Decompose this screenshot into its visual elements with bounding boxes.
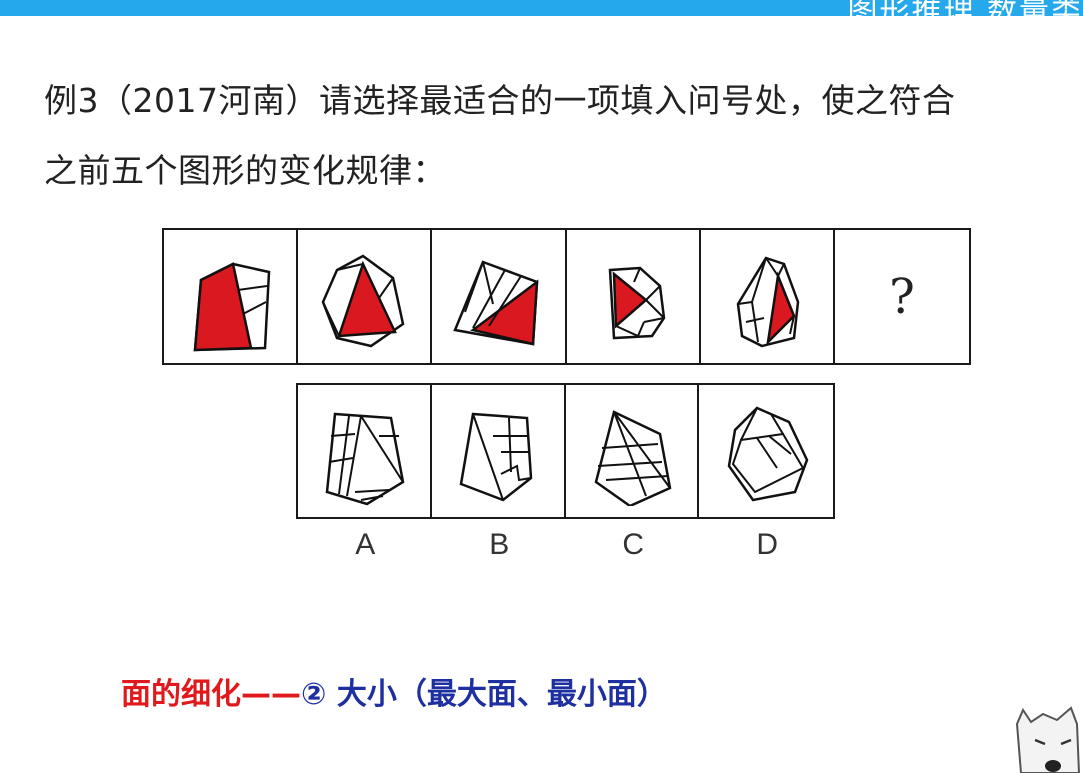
sequence-figure-4 [567,230,701,363]
mascot-icon [1015,706,1081,773]
option-a-figure[interactable] [298,385,432,517]
option-d-drawing [727,406,809,502]
sequence-figure-1 [164,230,299,363]
option-c-figure[interactable] [566,385,700,517]
figure-1-drawing [193,261,271,351]
option-label-a: A [355,528,376,561]
figure-2-drawing [321,254,405,347]
rule-summary: 面的细化——② 大小（最大面、最小面） [121,669,667,713]
sequence-unknown: ? [835,230,969,363]
question-line-1: 例3（2017河南）请选择最适合的一项填入问号处，使之符合 [44,81,956,120]
option-d-figure[interactable] [699,385,833,517]
question-line-2: 之前五个图形的变化规律： [44,151,446,190]
rule-topic: 面的细化—— [121,677,301,712]
question-text: 例3（2017河南）请选择最适合的一项填入问号处，使之符合 之前五个图形的变化规… [44,66,1079,206]
option-c-drawing [594,410,672,506]
figure-5-drawing [736,255,800,347]
rule-marker: ② [301,677,327,712]
sequence-panel: ? [162,228,971,365]
option-b-figure[interactable] [432,385,566,517]
sequence-figure-5 [701,230,835,363]
option-a-drawing [325,412,405,506]
option-label-d: D [756,528,779,561]
option-b-drawing [459,412,532,502]
rule-detail: 大小（最大面、最小面） [336,677,667,712]
title-band: 图形推理 数量类 [0,0,1083,29]
option-label-b: B [489,528,510,561]
band-title: 图形推理 数量类 [847,0,1083,29]
sequence-figure-2 [298,230,433,363]
question-mark: ? [889,268,915,325]
sequence-figure-3 [432,230,567,363]
options-panel [296,383,835,519]
figure-3-drawing [453,259,539,346]
figure-4-drawing [608,266,665,339]
option-label-c: C [622,528,645,561]
